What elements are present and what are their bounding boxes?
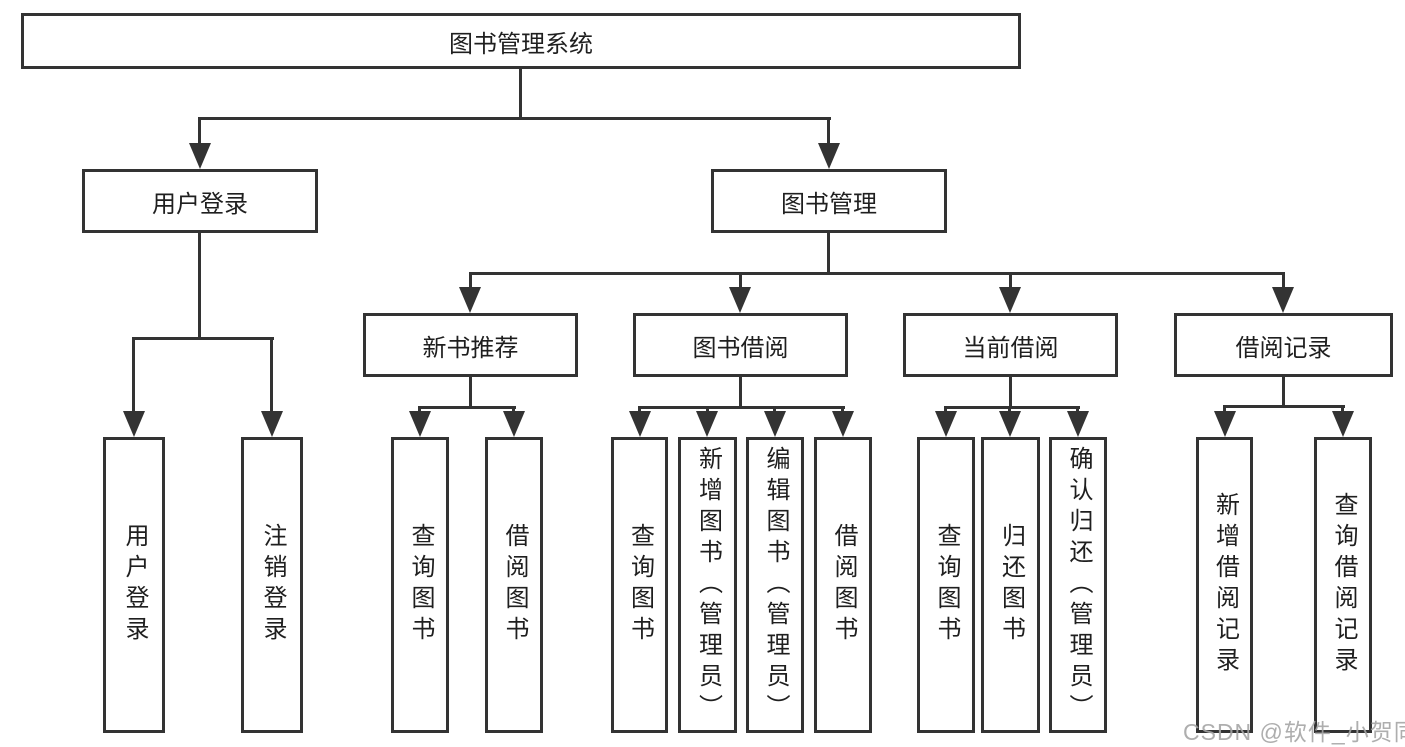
leaf-query-borrow-record: 查询借阅记录 — [1314, 437, 1372, 733]
node-borrowing-records: 借阅记录 — [1174, 313, 1393, 377]
leaf-borrow-books-recommend: 借阅图书 — [485, 437, 543, 733]
arrow-down-icon — [1067, 411, 1089, 437]
arrow-down-icon — [189, 143, 211, 169]
connector-line — [1223, 405, 1345, 408]
connector-line — [827, 232, 830, 275]
arrow-down-icon — [935, 411, 957, 437]
connector-line — [1009, 376, 1012, 408]
arrow-down-icon — [818, 143, 840, 169]
node-current-borrowing: 当前借阅 — [903, 313, 1118, 377]
connector-line — [638, 406, 845, 409]
node-user-login: 用户登录 — [82, 169, 318, 233]
node-book-borrowing: 图书借阅 — [633, 313, 848, 377]
connector-line — [198, 232, 201, 340]
arrow-down-icon — [503, 411, 525, 437]
arrow-down-icon — [832, 411, 854, 437]
node-book-management: 图书管理 — [711, 169, 947, 233]
leaf-borrow-books: 借阅图书 — [814, 437, 872, 733]
connector-line — [270, 337, 273, 415]
connector-line — [519, 69, 522, 120]
connector-line — [132, 337, 135, 415]
leaf-return-books: 归还图书 — [981, 437, 1040, 733]
connector-line — [944, 406, 1080, 409]
connector-line — [418, 406, 516, 409]
arrow-down-icon — [764, 411, 786, 437]
leaf-edit-book-admin: 编辑图书（管理员） — [746, 437, 804, 733]
leaf-confirm-return-admin: 确认归还（管理员） — [1049, 437, 1107, 733]
arrow-down-icon — [261, 411, 283, 437]
connector-line — [1282, 272, 1285, 292]
leaf-query-books-current: 查询图书 — [917, 437, 975, 733]
leaf-add-borrow-record: 新增借阅记录 — [1196, 437, 1253, 733]
node-new-book-recommend: 新书推荐 — [363, 313, 578, 377]
connector-line — [827, 117, 830, 147]
connector-line — [132, 337, 274, 340]
connector-line — [469, 272, 472, 292]
connector-line — [198, 117, 831, 120]
connector-line — [739, 376, 742, 408]
leaf-logout: 注销登录 — [241, 437, 303, 733]
arrow-down-icon — [999, 411, 1021, 437]
arrow-down-icon — [1332, 411, 1354, 437]
connector-line — [1282, 376, 1285, 407]
connector-line — [1341, 405, 1344, 416]
arrow-down-icon — [999, 287, 1021, 313]
arrow-down-icon — [729, 287, 751, 313]
csdn-watermark: CSDN @软件_小贺同学 — [1183, 719, 1405, 745]
arrow-down-icon — [123, 411, 145, 437]
connector-line — [739, 272, 742, 292]
arrow-down-icon — [409, 411, 431, 437]
arrow-down-icon — [696, 411, 718, 437]
connector-line — [1009, 272, 1012, 292]
node-root-system: 图书管理系统 — [21, 13, 1021, 69]
connector-line — [198, 117, 201, 147]
leaf-user-login: 用户登录 — [103, 437, 165, 733]
arrow-down-icon — [459, 287, 481, 313]
connector-line — [469, 376, 472, 408]
arrow-down-icon — [1214, 411, 1236, 437]
connector-line — [469, 272, 1285, 275]
arrow-down-icon — [1272, 287, 1294, 313]
leaf-query-books-recommend: 查询图书 — [391, 437, 449, 733]
arrow-down-icon — [629, 411, 651, 437]
leaf-query-books-borrowing: 查询图书 — [611, 437, 668, 733]
leaf-add-book-admin: 新增图书（管理员） — [678, 437, 737, 733]
connector-line — [1223, 405, 1226, 416]
